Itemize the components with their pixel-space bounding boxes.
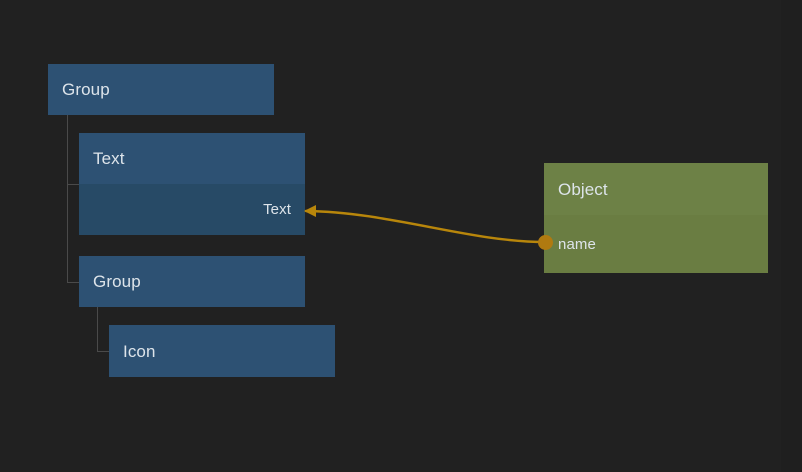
node-object-property-label: name — [558, 235, 596, 253]
tree-connector-branch-to-group — [67, 282, 80, 283]
tree-connector-trunk-level-1 — [67, 115, 68, 283]
node-object[interactable]: Object name — [544, 163, 768, 273]
tree-connector-branch-to-icon — [97, 351, 110, 352]
node-group-child-title: Group — [93, 272, 141, 291]
node-group-root-title: Group — [62, 80, 110, 99]
node-icon[interactable]: Icon — [109, 325, 335, 377]
node-icon-title: Icon — [123, 341, 156, 361]
tree-connector-trunk-level-2 — [97, 307, 98, 352]
node-text[interactable]: Text Text — [79, 133, 305, 235]
node-group-root[interactable]: Group — [48, 64, 274, 115]
node-text-title: Text — [93, 149, 125, 168]
node-object-title: Object — [558, 179, 608, 199]
node-icon-header[interactable]: Icon — [109, 325, 335, 377]
node-object-property-row[interactable]: name — [544, 215, 768, 273]
node-group-root-header[interactable]: Group — [48, 64, 274, 115]
node-text-header[interactable]: Text — [79, 133, 305, 184]
node-group-child-header[interactable]: Group — [79, 256, 305, 307]
tree-connector-branch-to-text — [67, 184, 80, 185]
link-object-name-to-text[interactable] — [304, 209, 547, 244]
node-object-header[interactable]: Object — [544, 163, 768, 215]
socket-object-name-output[interactable] — [538, 235, 553, 250]
node-text-property-label: Text — [263, 201, 291, 218]
node-group-child[interactable]: Group — [79, 256, 305, 307]
node-text-property-row[interactable]: Text — [79, 184, 305, 235]
canvas-right-gutter — [781, 0, 802, 472]
